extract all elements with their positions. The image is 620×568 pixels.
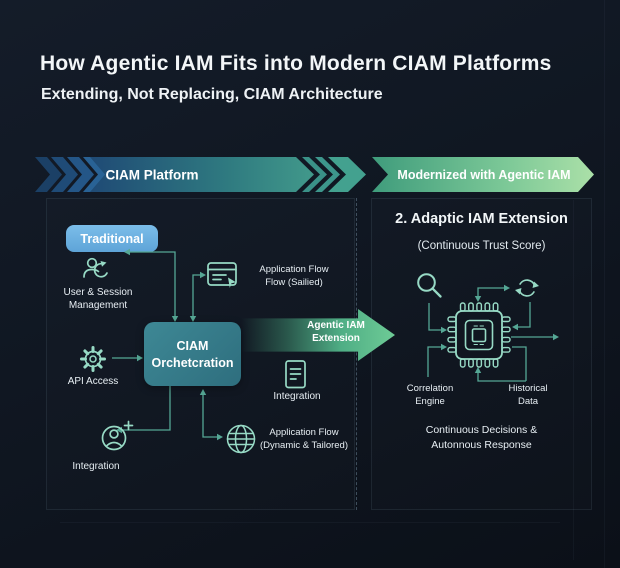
api-access-label: API Access: [67, 376, 119, 387]
magnifier-icon: [417, 273, 442, 298]
arrowhead: [199, 389, 207, 395]
ciam-box-line2: Orchetcration: [151, 355, 234, 370]
connector: [518, 302, 531, 328]
label-line: Data: [517, 395, 539, 407]
right-panel-footer: Continuous Decisions & Autonnous Respons…: [371, 423, 592, 453]
label-line: Continuous Decisions &: [425, 424, 538, 436]
connector: [477, 287, 505, 300]
arrowhead: [200, 271, 206, 279]
arrowhead: [441, 343, 447, 351]
bg-circuit-line: [60, 522, 560, 523]
ciam-box-line1: CIAM: [176, 338, 209, 353]
connector: [477, 372, 526, 382]
label-line: Correlation: [406, 383, 454, 394]
agentic-extension-label: Agentic IAM Extension: [281, 319, 391, 345]
gear-icon: [80, 346, 106, 372]
arrowhead: [474, 296, 482, 302]
chevron-icon: [67, 157, 94, 192]
label-line: Autonnous Response: [431, 439, 532, 452]
connector: [192, 274, 202, 319]
ciam-platform-banner: CIAM Platform: [35, 157, 366, 192]
extension-label-line1: Agentic IAM: [307, 320, 365, 331]
connector: [428, 303, 441, 331]
arrowhead: [504, 284, 510, 292]
globe-icon: [226, 424, 256, 454]
chevron-icon: [51, 157, 78, 192]
connector: [512, 346, 527, 381]
arrowhead: [553, 333, 559, 341]
bg-circuit-line: [604, 0, 605, 568]
connector-lines: [112, 251, 553, 438]
label-line: Engine: [415, 395, 445, 407]
chevron-icon: [328, 157, 366, 192]
page-title: How Agentic IAM Fits into Modern CIAM Pl…: [40, 52, 552, 75]
cpu-chip-icon: [447, 302, 511, 368]
connector: [202, 392, 218, 438]
icon-set: [80, 257, 539, 454]
ciam-platform-panel: [46, 198, 355, 510]
banner-right-label: Modernized with Agentic IAM: [397, 168, 570, 182]
extension-label-line2: Extension: [312, 333, 360, 344]
agentic-iam-panel: [371, 198, 592, 510]
arrowhead: [474, 367, 482, 373]
right-panel-heading: 2. Adaptic IAM Extension: [395, 211, 568, 227]
arrowhead: [171, 316, 179, 322]
app-window-icon: [207, 262, 237, 288]
document-icon: [285, 360, 306, 389]
chevron-icon: [35, 157, 62, 192]
traditional-badge: Traditional: [66, 225, 158, 252]
user-sync-icon: [83, 257, 108, 278]
ciam-orchestration-box: CIAM Orchetcration: [144, 322, 241, 386]
arrowhead: [441, 326, 447, 334]
label-line: User & Session: [63, 287, 133, 298]
label-line: (Dynamic & Tailored): [260, 439, 348, 451]
app-flow-bottom-label: Application Flow (Dynamic & Tailored): [248, 427, 360, 452]
integration-left-label: Integration: [72, 461, 120, 472]
chevron-icon: [315, 157, 340, 192]
label-line: Application Flow: [259, 264, 329, 275]
page-subtitle: Extending, Not Replacing, CIAM Architect…: [41, 86, 383, 103]
banner-left-label: CIAM Platform: [105, 168, 198, 183]
banner-body: [90, 157, 314, 192]
connector: [121, 386, 171, 431]
label-line: Management: [68, 300, 128, 312]
integration-right-label: Integration: [273, 391, 321, 402]
connector: [130, 251, 176, 319]
historical-data-label: Historical Data: [490, 383, 566, 408]
arrowhead: [189, 316, 197, 322]
arrowhead: [217, 433, 223, 441]
banner-body: [372, 157, 594, 192]
user-plus-icon: [101, 420, 134, 451]
chevron-icon: [302, 157, 327, 192]
right-panel-subheading: (Continuous Trust Score): [417, 240, 546, 252]
label-line: Historical: [508, 383, 548, 394]
correlation-engine-label: Correlation Engine: [392, 383, 468, 408]
panel-divider-dashed: [356, 198, 357, 510]
arrowhead: [124, 248, 130, 256]
bg-circuit-line: [573, 200, 574, 560]
refresh-icon: [515, 279, 539, 297]
banner-row: CIAM Platform Modernized with Agentic IA…: [35, 157, 594, 192]
app-flow-top-label: Application Flow Flow (Sailied): [238, 264, 350, 289]
connector: [427, 346, 441, 377]
arrowhead: [512, 323, 518, 331]
label-line: Application Flow: [269, 427, 339, 438]
modernized-banner: Modernized with Agentic IAM: [372, 157, 594, 192]
label-line: Flow (Sailied): [265, 276, 323, 288]
user-session-label: User & Session Management: [48, 286, 148, 313]
arrowhead: [137, 354, 143, 362]
